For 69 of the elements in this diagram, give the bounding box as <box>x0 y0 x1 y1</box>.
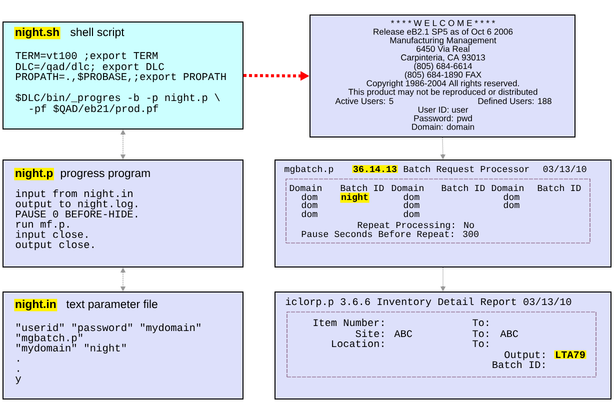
screen-text: Manufacturing Management <box>390 37 496 45</box>
code-line: input from night.in <box>16 190 132 200</box>
field-label: Output: <box>504 351 544 360</box>
field-label: Repeat Processing: No <box>358 221 474 230</box>
table-cell: dom <box>404 210 420 218</box>
field-label: Item Number: <box>314 318 384 326</box>
table-cell: dom <box>504 201 520 208</box>
file-name: night.in <box>14 298 58 312</box>
table-cell: dom <box>302 193 318 200</box>
field-value: ABC <box>394 330 412 338</box>
table-cell: dom <box>504 193 520 200</box>
column-header: Batch ID <box>340 184 384 192</box>
screen-title: mgbatch.p <box>284 165 334 174</box>
code-line: . <box>18 370 19 372</box>
field-label: To: <box>472 340 488 348</box>
file-description: shell script <box>70 28 124 38</box>
code-line: . <box>18 360 19 362</box>
screen-text: User ID: user <box>418 106 468 113</box>
screen-text: Defined Users: 188 <box>478 98 552 104</box>
code-line: output to night.log. <box>16 200 138 210</box>
field-label: Batch ID: <box>492 360 544 368</box>
screen-text: 6450 Via Real <box>416 46 470 52</box>
field-value: ABC <box>500 330 518 338</box>
code-line: $DLC/bin/_progres -b -p night.p \ <box>16 94 220 104</box>
screen-text: Password: pwd <box>414 115 472 123</box>
code-line: "mgbatch.p" <box>16 334 82 344</box>
code-line: PROPATH=.,$PROBASE,;export PROPATH <box>16 72 226 82</box>
column-header: Batch ID <box>538 184 581 192</box>
table-cell: dom <box>404 193 420 200</box>
code-line: DLC=/qad/dlc; export DLC <box>16 62 164 72</box>
code-line: PAUSE 0 BEFORE-HIDE. <box>16 210 138 218</box>
screen-text: This product may not be reproduced or distributed <box>348 88 538 97</box>
file-description: progress program <box>60 170 150 180</box>
screen-text: (805) 684-6614 <box>414 62 472 71</box>
column-header: Domain <box>392 184 424 192</box>
code-line: input close. <box>16 230 88 240</box>
screen-text: Release eB2.1 SP5 as of Oct 6 2006 <box>374 28 513 35</box>
screen-title: iclorp.p 3.6.6 Inventory Detail Report 03/13/10 <box>286 298 572 308</box>
code-line: output close. <box>16 240 94 250</box>
code-line: "mydomain" "night" <box>16 344 126 354</box>
screen-title: Batch Request Processor <box>404 165 529 174</box>
field-label: Pause Seconds Before Repeat: 300 <box>302 230 478 239</box>
screen-date: 03/13/10 <box>543 165 586 172</box>
screen-code: 36.14.13 <box>352 165 398 173</box>
table-cell: dom <box>404 201 420 208</box>
field-label: Site: <box>356 330 384 338</box>
field-label: To: <box>472 319 488 326</box>
code-line: -pf $QAD/eb21/prod.pf <box>30 104 158 114</box>
code-line: "userid" "password" "mydomain" <box>16 324 200 334</box>
screen-text: (805) 684-1890 FAX <box>404 71 482 80</box>
file-name: night.p <box>14 168 54 180</box>
screen-text: Carpinteria, CA 93013 <box>401 54 485 62</box>
file-description: text parameter file <box>66 300 158 310</box>
column-header: Domain <box>290 184 322 192</box>
screen-text: Copyright 1986-2004 All rights reserved. <box>366 80 519 88</box>
screen-text: * * * * W E L C O M E * * * * <box>391 20 495 26</box>
code-line: y <box>16 376 22 384</box>
column-header: Batch ID <box>442 184 485 192</box>
field-label: Location: <box>332 340 384 348</box>
table-cell: dom <box>302 210 318 218</box>
screen-text: Domain: domain <box>412 124 474 130</box>
table-cell: dom <box>302 201 318 208</box>
code-line: run mf.p. <box>16 220 69 230</box>
table-cell: night <box>340 192 370 203</box>
column-header: Domain <box>492 184 524 192</box>
screen-text: Active Users: 5 <box>335 98 394 104</box>
code-line: TERM=vt100 ;export TERM <box>16 52 158 62</box>
file-name: night.sh <box>14 26 60 40</box>
field-label: To: <box>472 330 488 338</box>
